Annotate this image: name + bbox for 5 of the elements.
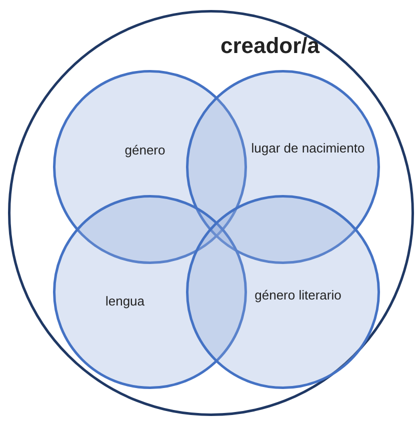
set-label: lengua: [104, 294, 146, 308]
set-label: género: [124, 142, 166, 158]
set-label: lugar de nacimiento: [250, 140, 366, 156]
set-label: género literario: [254, 288, 342, 302]
set-title: creador/a: [219, 33, 321, 59]
